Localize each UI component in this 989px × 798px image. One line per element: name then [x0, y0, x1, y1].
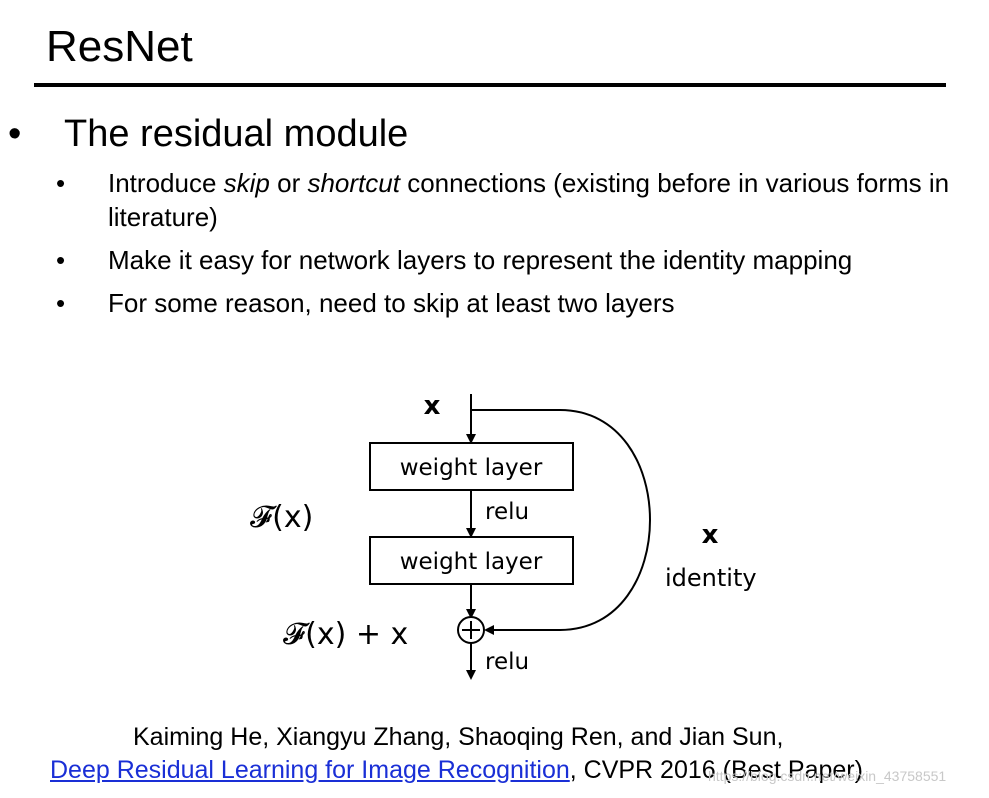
skip-x-label: x: [702, 520, 719, 550]
sub-bullet-emphasis-skip: skip: [223, 168, 270, 198]
sub-bullet-marker: •: [56, 288, 66, 318]
main-bullet-marker: •: [8, 113, 22, 155]
sub-bullet-marker: •: [56, 245, 66, 275]
paper-link[interactable]: Deep Residual Learning for Image Recogni…: [50, 756, 570, 784]
citation-reference: Deep Residual Learning for Image Recogni…: [50, 755, 863, 786]
relu-1-label: relu: [485, 499, 529, 525]
sub-bullet-text-mid: or: [269, 168, 308, 198]
sub-bullet-list: • Introduce skip or shortcut connections…: [56, 166, 976, 329]
weight-layer-1-box: [369, 442, 574, 491]
relu-2-label: relu: [485, 649, 529, 675]
sub-bullet-emphasis-shortcut: shortcut: [307, 168, 400, 198]
input-x-label: x: [424, 391, 441, 421]
sub-bullet-identity-mapping: • Make it easy for network layers to rep…: [56, 243, 976, 277]
slide-title: ResNet: [46, 22, 193, 71]
sub-bullet-skip-connections: • Introduce skip or shortcut connections…: [56, 166, 976, 234]
sub-bullet-text: For some reason, need to skip at least t…: [108, 288, 675, 318]
sub-bullet-skip-two-layers: • For some reason, need to skip at least…: [56, 286, 976, 320]
main-bullet-text: The residual module: [64, 113, 409, 155]
fx-label: 𝓕(x): [250, 500, 313, 535]
sub-bullet-text-pre: Introduce: [108, 168, 224, 198]
watermark-url: https://blog.csdn.net/weixin_43758551: [708, 768, 947, 784]
identity-label: identity: [665, 564, 757, 592]
identity-skip-connection: [471, 409, 651, 635]
weight-layer-2-box: [369, 536, 574, 585]
citation-venue: , CVPR 2016 (Best Paper): [569, 756, 863, 784]
weight-layer-1-label: weight layer: [400, 455, 543, 481]
sum-label: 𝓕(x) + x: [283, 617, 408, 652]
sub-bullet-text-post: connections (existing before in various …: [108, 168, 950, 232]
sub-bullet-text: Make it easy for network layers to repre…: [108, 245, 853, 275]
sub-bullet-marker: •: [56, 168, 66, 198]
citation-authors: Kaiming He, Xiangyu Zhang, Shaoqing Ren,…: [133, 723, 784, 751]
title-divider: [34, 83, 946, 87]
weight-layer-2-label: weight layer: [400, 549, 543, 575]
